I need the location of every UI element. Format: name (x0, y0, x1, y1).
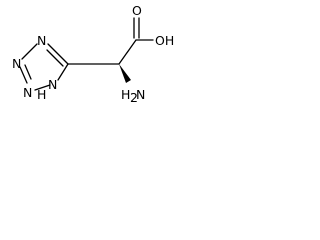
atom-label-n2: N (12, 56, 21, 71)
bond-n4-c5 (57, 63, 69, 81)
side-chain (67, 17, 154, 83)
bond-calpha-ccooh (118, 39, 137, 65)
atom-label-n4: N (48, 77, 57, 92)
molecule-structure: N N N H N OH O H 2 N (12, 3, 174, 105)
bond-c5-n1-double (46, 49, 64, 67)
atom-label-nh2-h: H (121, 87, 130, 102)
bond-n1-n2 (21, 43, 38, 60)
bond-n2-n3-double (24, 64, 32, 80)
atom-labels: N N N H N OH O H 2 N (12, 3, 174, 105)
atom-label-n3: N (23, 85, 32, 100)
tetrazole-ring (19, 43, 69, 91)
atom-label-n1: N (37, 33, 46, 48)
bond-n3-n4 (34, 84, 51, 91)
atom-label-o: O (132, 3, 142, 18)
atom-label-nh2-n: N (136, 87, 145, 102)
atom-label-oh: OH (155, 33, 174, 48)
bond-c5-n1 (47, 43, 69, 65)
atom-label-nh2-sub: 2 (130, 90, 138, 105)
bond-n2-n3 (19, 66, 28, 84)
atom-label-n4-h: H (37, 87, 46, 102)
wedge-bond-calpha-nh2 (119, 64, 131, 83)
